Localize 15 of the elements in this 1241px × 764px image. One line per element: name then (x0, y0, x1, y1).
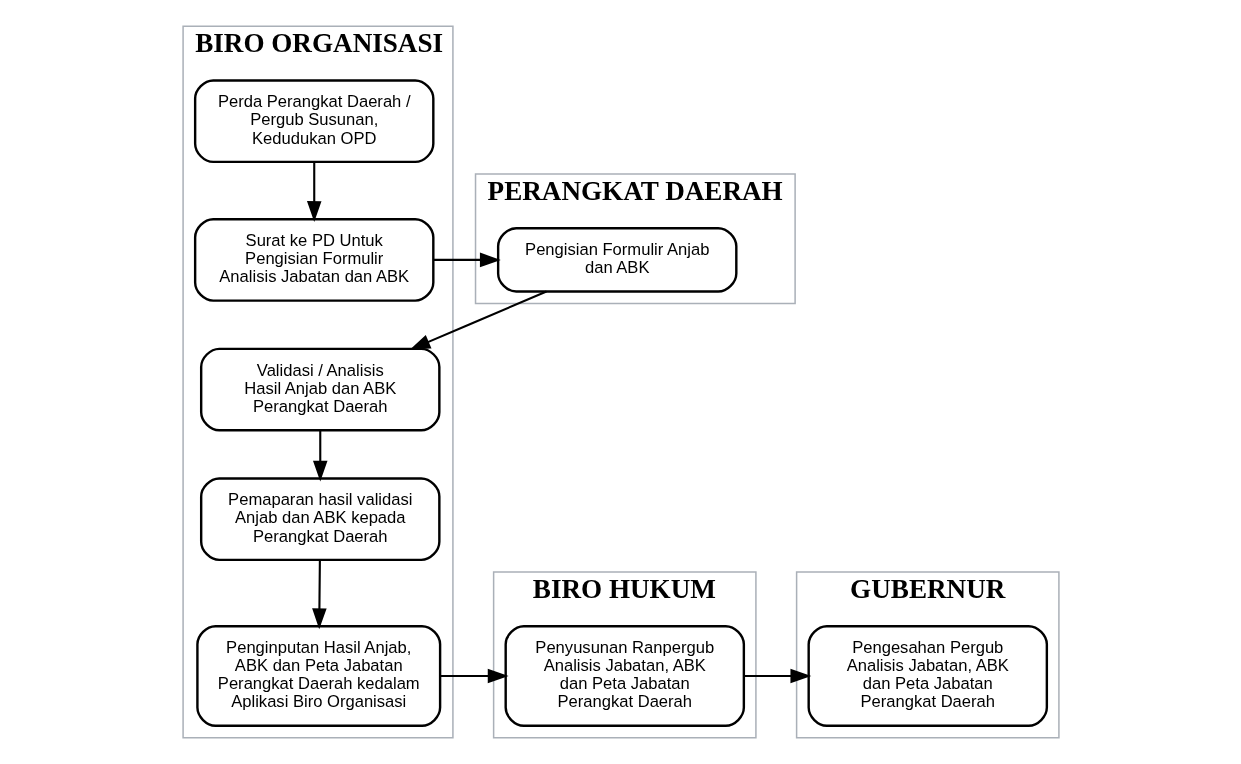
node-box: Pengisian Formulir Anjab dan ABK (496, 227, 738, 293)
arrow (743, 668, 811, 684)
node-box: Validasi / Analisis Hasil Anjab dan ABK Perangkat Daerah (199, 347, 441, 432)
node-box: Pengesahan Pergub Analisis Jabatan, ABK dan Peta Jabatan Perangkat Daerah (806, 625, 1048, 727)
node-box: Penginputan Hasil Anjab, ABK dan Peta Jabatan Perangkat Daerah kedalam Aplikasi Biro Organisasi (195, 625, 441, 727)
arrow (409, 290, 547, 350)
arrow (440, 668, 509, 684)
node-box: Surat ke PD Untuk Pengisian Formulir Analisis Jabatan dan ABK (193, 218, 435, 302)
arrow (433, 252, 501, 268)
arrow (311, 559, 327, 630)
node-box: Pemaparan hasil validasi Anjab dan ABK kepada Perangkat Daerah (199, 477, 441, 562)
arrow (312, 430, 328, 482)
node-box: Penyusunan Ranpergub Analisis Jabatan, ABK dan Peta Jabatan Perangkat Daerah (503, 625, 745, 727)
arrow (306, 161, 322, 222)
node-box: Perda Perangkat Daerah / Pergub Susunan, Kedudukan OPD (193, 79, 435, 164)
